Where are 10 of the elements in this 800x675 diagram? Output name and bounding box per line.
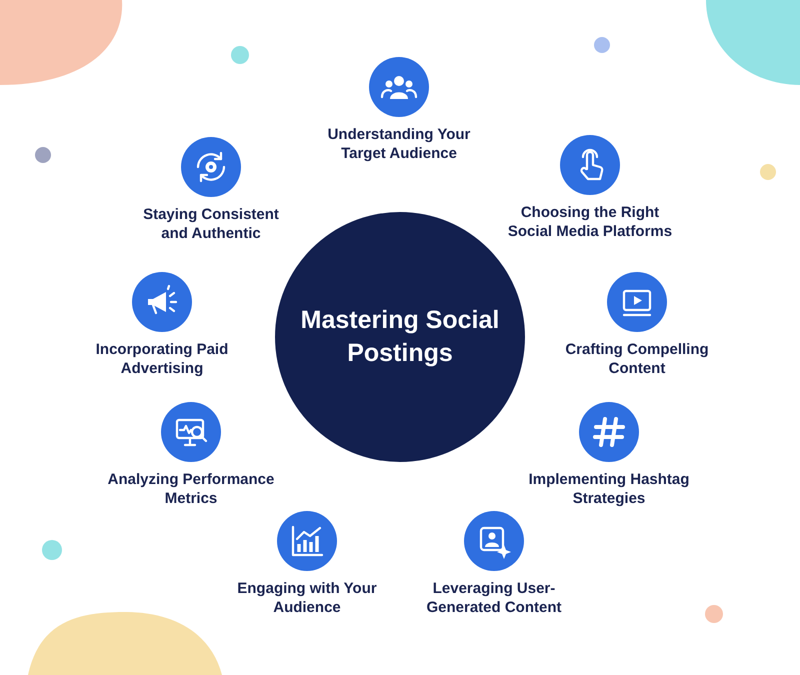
- topic-label: Engaging with Your Audience: [236, 579, 378, 617]
- topic-label: Analyzing Performance Metrics: [106, 470, 276, 508]
- topic-label: Implementing Hashtag Strategies: [528, 470, 690, 508]
- topic-label: Understanding Your Target Audience: [326, 125, 472, 163]
- central-title: Mastering Social Postings: [300, 305, 500, 369]
- topic-label: Choosing the Right Social Media Platforms: [506, 203, 674, 241]
- topic-label: Leveraging User-Generated Content: [425, 579, 562, 617]
- topic-label: Staying Consistent and Authentic: [142, 205, 280, 243]
- topic-label: Crafting Compelling Content: [564, 340, 710, 378]
- topic-label: Incorporating Paid Advertising: [94, 340, 230, 378]
